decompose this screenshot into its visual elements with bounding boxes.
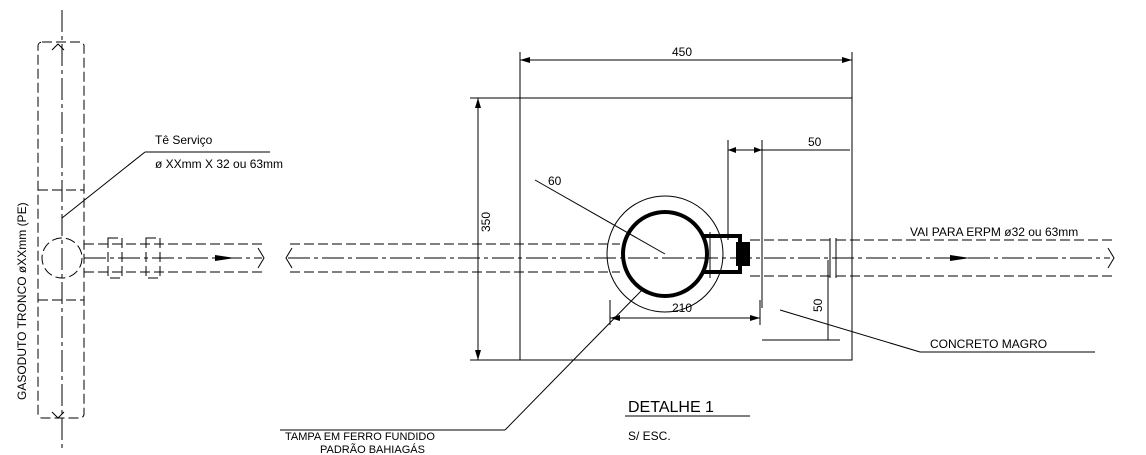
service-pipe-right [750,238,1115,341]
service-pipe-middle [285,243,1110,273]
radius-dimension: 60 [548,174,562,188]
detail-scale: S/ ESC. [628,429,671,443]
cover-line-2: PADRÃO BAHIAGÁS [320,443,425,455]
concrete-label: CONCRETO MAGRO [930,337,1047,351]
box-height-dimension: 350 [479,212,493,232]
concrete-leader [779,309,921,353]
vertical-offset-dimension: 50 [811,298,825,312]
trunk-pipe-label: GASODUTO TRONCO øXXmm (PE) [15,202,29,400]
trunk-pipe [37,10,85,452]
cast-iron-cover [534,140,850,325]
cover-leader [504,289,643,431]
horizontal-offset-dimension: 50 [808,135,822,149]
concrete-box [470,52,853,361]
tee-spec: ø XXmm X 32 ou 63mm [155,157,283,171]
outlet-label: VAI PARA ERPM ø32 ou 63mm [910,225,1078,239]
tee-leader [61,151,146,219]
cover-line-1: TAMPA EM FERRO FUNDIDO [285,431,435,443]
opening-diameter-dimension: 210 [672,301,692,315]
detail-title: DETALHE 1 [628,399,714,416]
box-width-dimension: 450 [672,45,692,59]
service-pipe-left [84,237,265,279]
tee-title: Tê Serviço [155,133,213,147]
